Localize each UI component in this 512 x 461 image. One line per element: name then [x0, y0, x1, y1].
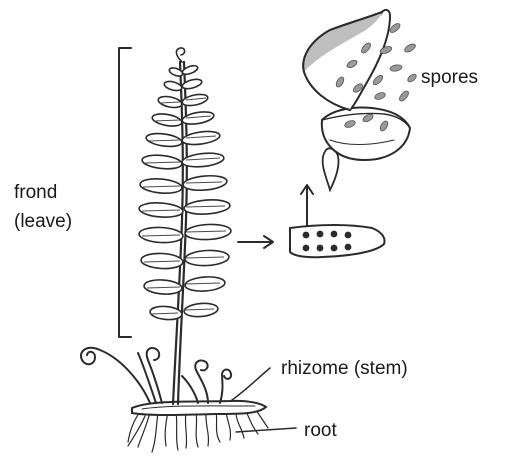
- root-label: root: [304, 419, 337, 443]
- spores-label: spores: [421, 66, 478, 90]
- rhizome-label: rhizome (stem): [281, 357, 408, 381]
- frond-pinnae: [139, 48, 232, 321]
- sorus-dot: [303, 232, 310, 239]
- pinna-closeup: [290, 225, 385, 257]
- frond-bracket: [119, 48, 131, 337]
- fiddleheads: [81, 348, 231, 403]
- arrow-to-sporangium: [301, 185, 313, 226]
- arrow-to-pinna: [238, 236, 273, 248]
- sporangium: [303, 10, 410, 190]
- frond-label: frond: [14, 181, 57, 205]
- rhizome: [132, 401, 266, 415]
- frond-paren-label: (leave): [14, 210, 72, 234]
